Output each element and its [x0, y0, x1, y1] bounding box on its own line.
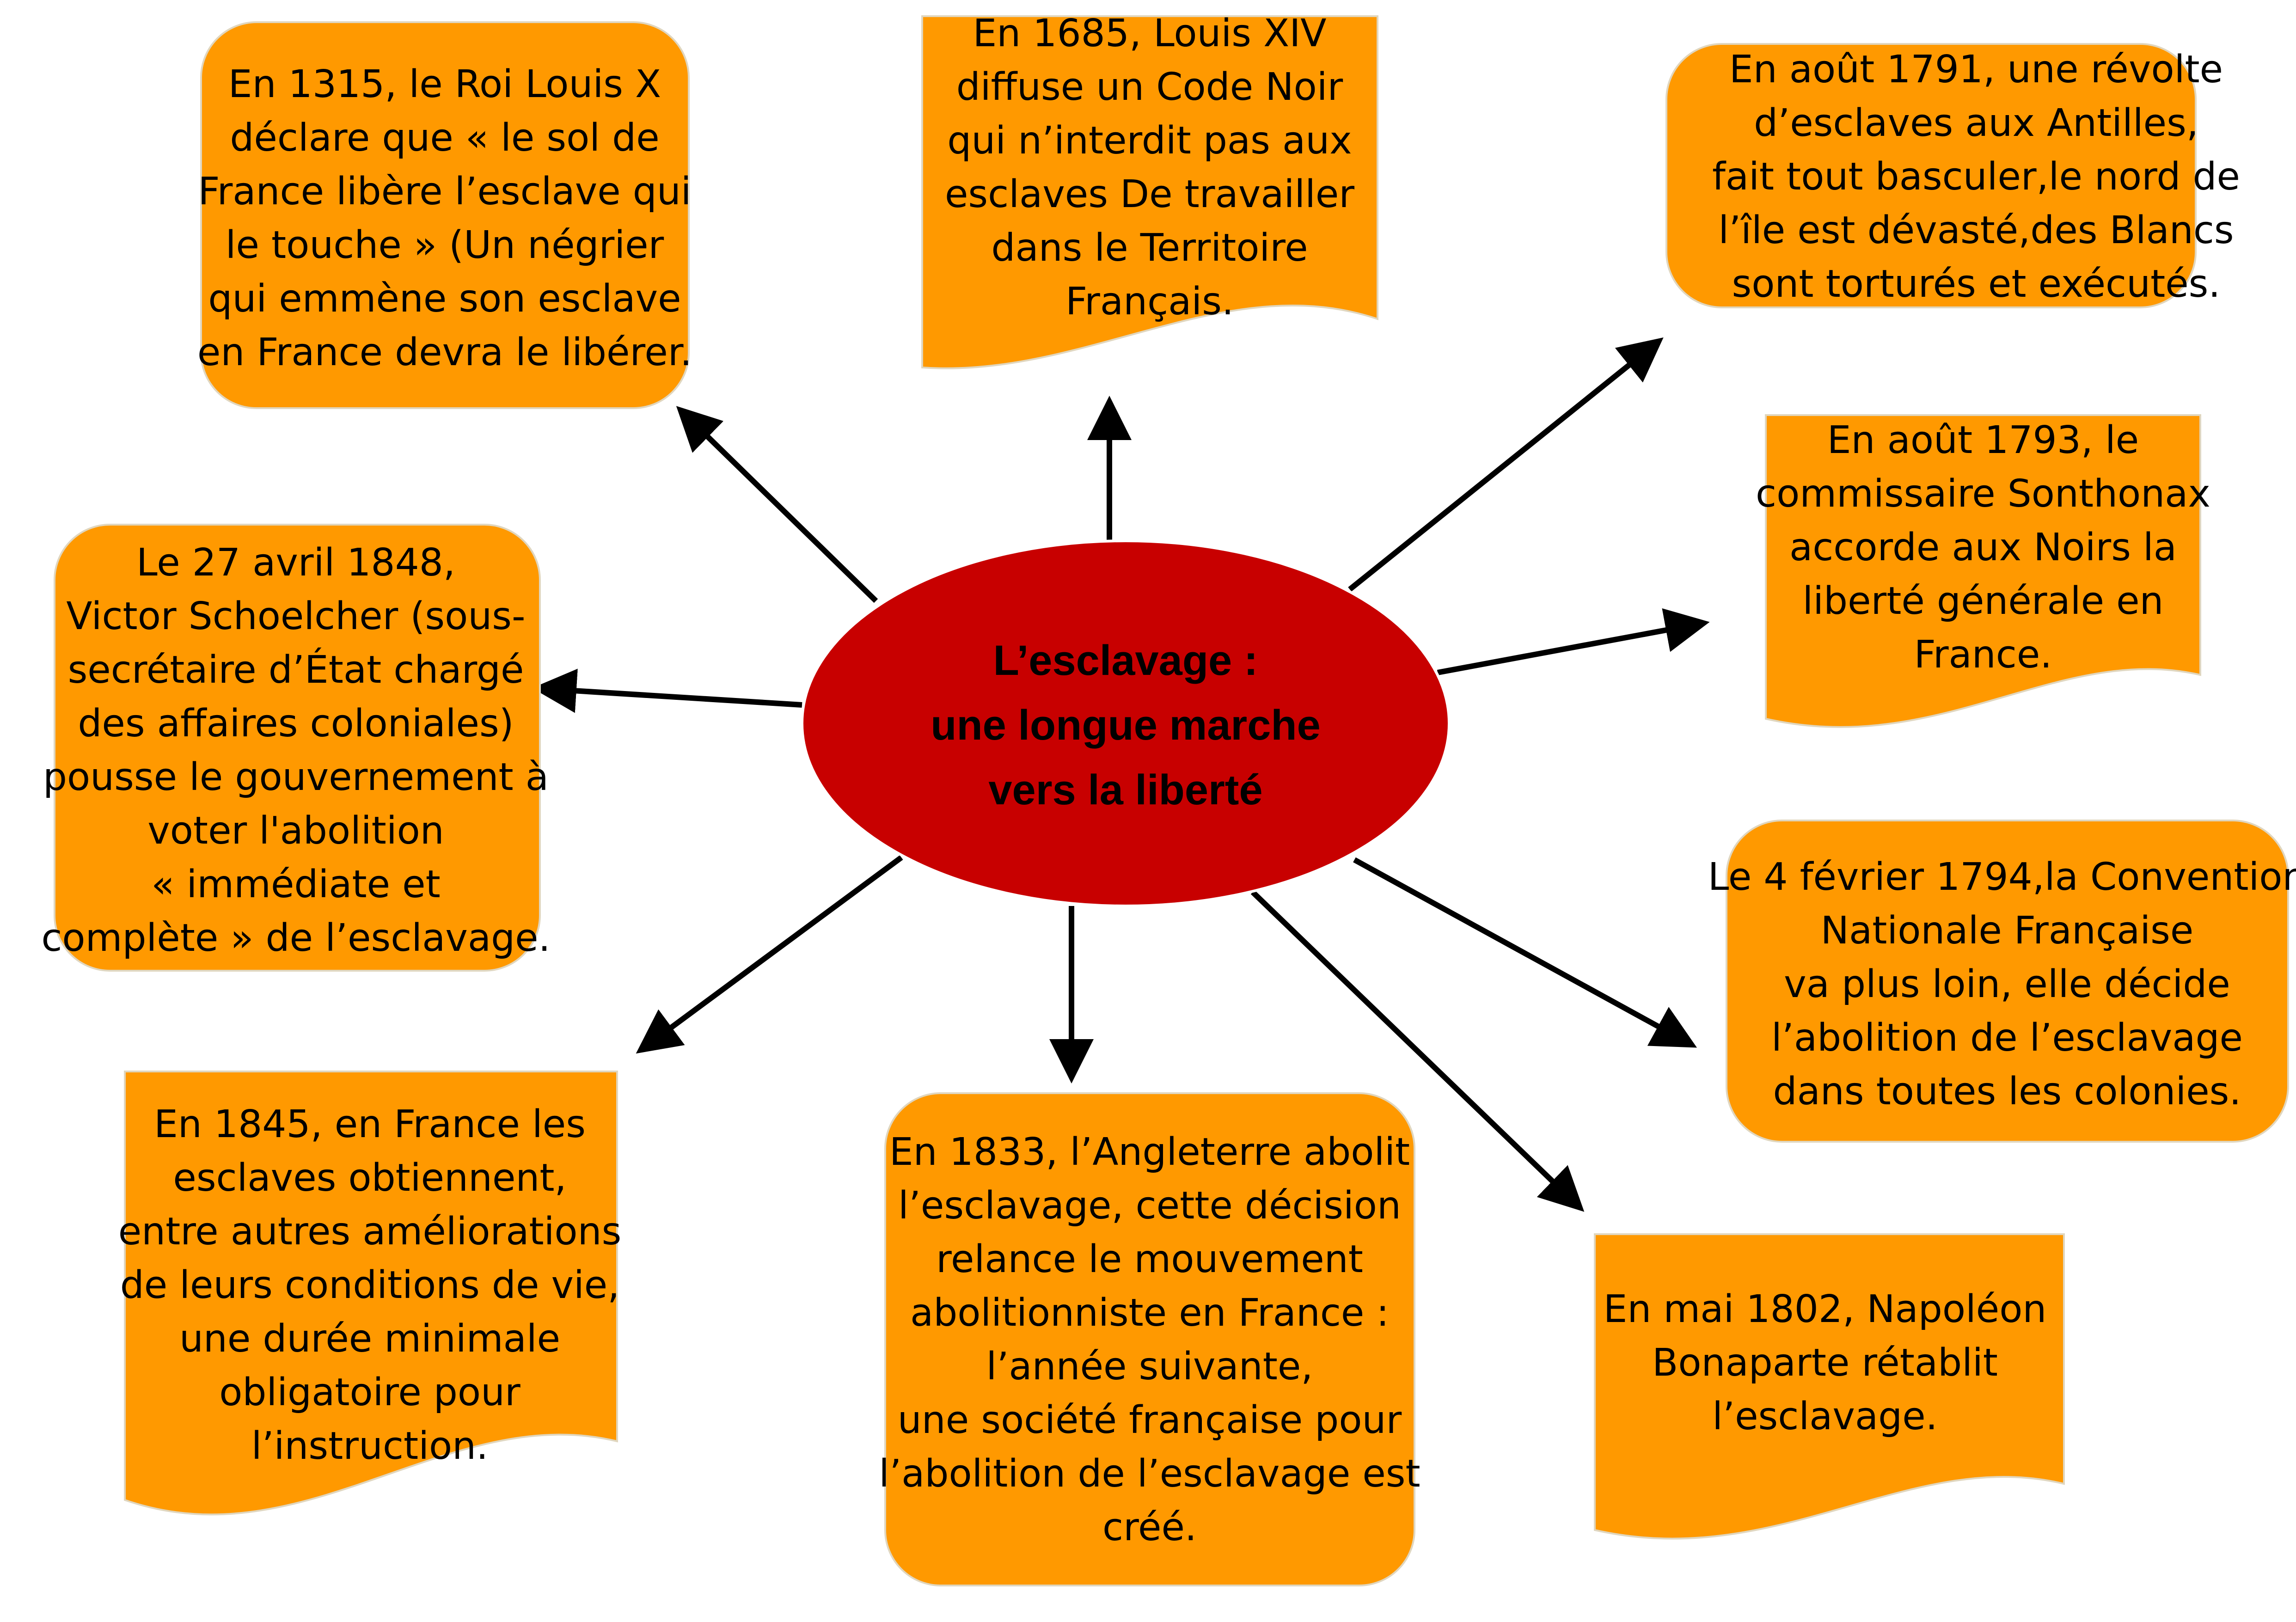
text-line: qui emmène son esclave [208, 277, 681, 321]
box-1685-text: En 1685, Louis XIV diffuse un Code Noir qu… [945, 12, 1354, 324]
text-line: une durée minimale [179, 1317, 560, 1361]
text-line: voter l'abolition [147, 809, 444, 853]
center-ellipse [801, 539, 1451, 907]
text-line: En 1315, le Roi Louis X [228, 62, 661, 106]
center-title: L’esclavage : une longue marche vers la li… [931, 637, 1321, 814]
box-1793-shape [1765, 414, 2201, 728]
text-line: En 1845, en France les [154, 1102, 586, 1146]
box-1315-text: En 1315, le Roi Louis X déclare que « le … [197, 62, 692, 374]
box-1845-text: En 1845, en France les esclaves obtiennen… [118, 1102, 622, 1468]
text-line: esclaves De travailler [945, 172, 1354, 216]
text-line: d’esclaves aux Antilles, [1754, 101, 2198, 145]
box-1793: En août 1793, le commissaire Sonthonax acc… [1756, 414, 2210, 728]
box-1848-shape [54, 524, 541, 972]
arrow-to-1791 [1348, 337, 1664, 592]
text-line: l’île est dévasté,des Blancs [1718, 208, 2234, 252]
box-1845: En 1845, en France les esclaves obtiennen… [118, 1071, 622, 1516]
box-1685-shape [921, 15, 1378, 369]
center-node: L’esclavage : une longue marche vers la li… [801, 539, 1451, 907]
text-line: En août 1793, le [1827, 418, 2139, 462]
text-line: entre autres améliorations [118, 1210, 622, 1254]
box-1848: Le 27 avril 1848, Victor Schoelcher (sous… [41, 524, 551, 972]
box-1315: En 1315, le Roi Louis X déclare que « le … [197, 21, 692, 409]
text-line: qui n’interdit pas aux [947, 119, 1352, 163]
text-line: pousse le gouvernement à [43, 755, 549, 799]
text-line: relance le mouvement [936, 1237, 1363, 1281]
box-1791-shape [1665, 43, 2197, 308]
text-line: secrétaire d’État chargé [68, 648, 524, 692]
text-line: France libère l’esclave qui [198, 170, 691, 214]
text-line: une longue marche [931, 702, 1321, 749]
text-line: Nationale Française [1821, 909, 2194, 953]
box-1833: En 1833, l’Angleterre abolit l’esclavage,… [879, 1092, 1420, 1586]
text-line: l’année suivante, [986, 1345, 1313, 1389]
text-line: des affaires coloniales) [78, 702, 514, 746]
arrow-to-1848 [532, 668, 802, 713]
text-line: l’abolition de l’esclavage est [879, 1452, 1420, 1496]
box-1794-shape [1726, 820, 2289, 1143]
text-line: esclaves obtiennent, [173, 1156, 566, 1200]
arrow-to-1794 [1353, 857, 1697, 1048]
text-line: Le 27 avril 1848, [136, 541, 455, 585]
text-line: de leurs conditions de vie, [120, 1263, 620, 1307]
text-line: Victor Schoelcher (sous- [66, 594, 525, 638]
text-line: liberté générale en [1802, 579, 2163, 623]
arrow-to-1802 [1250, 890, 1585, 1212]
box-1315-shape [200, 21, 690, 409]
text-line: dans le Territoire [991, 226, 1308, 270]
text-line: En mai 1802, Napoléon [1604, 1287, 2047, 1331]
text-line: dans toutes les colonies. [1773, 1070, 2241, 1114]
text-line: En 1685, Louis XIV [973, 12, 1326, 55]
text-line: En 1833, l’Angleterre abolit [889, 1130, 1410, 1174]
text-line: une société française pour [898, 1398, 1402, 1442]
box-1848-text: Le 27 avril 1848, Victor Schoelcher (sous… [41, 541, 550, 960]
text-line: En août 1791, une révolte [1729, 48, 2223, 92]
text-line: le touche » (Un négrier [226, 223, 664, 267]
text-line: obligatoire pour [219, 1371, 520, 1414]
text-line: l’instruction. [251, 1424, 488, 1468]
text-line: vers la liberté [988, 766, 1262, 814]
box-1833-shape [884, 1092, 1415, 1586]
text-line: l’esclavage, cette décision [898, 1184, 1401, 1228]
text-line: abolitionniste en France : [910, 1291, 1389, 1335]
box-1791-text: En août 1791, une révolte d’esclaves aux … [1712, 48, 2240, 306]
text-line: accorde aux Noirs la [1789, 526, 2177, 569]
box-1685: En 1685, Louis XIV diffuse un Code Noir qu… [921, 12, 1378, 369]
text-line: diffuse un Code Noir [956, 65, 1343, 109]
text-line: en France devra le libérer. [197, 331, 692, 374]
text-line: fait tout basculer,le nord de [1712, 155, 2240, 199]
text-line: Le 4 février 1794,la Convention [1708, 855, 2296, 899]
box-1793-text: En août 1793, le commissaire Sonthonax acc… [1756, 418, 2210, 677]
box-1791: En août 1791, une révolte d’esclaves aux … [1665, 43, 2240, 308]
text-line: sont torturés et exécutés. [1732, 262, 2221, 306]
text-line: l’esclavage. [1712, 1395, 1937, 1438]
box-1845-shape [124, 1071, 618, 1516]
text-line: créé. [1102, 1506, 1197, 1549]
text-line: va plus loin, elle décide [1784, 962, 2230, 1006]
box-1833-text: En 1833, l’Angleterre abolit l’esclavage,… [879, 1130, 1420, 1549]
text-line: France. [1914, 633, 2052, 677]
text-line: L’esclavage : [993, 637, 1258, 684]
text-line: commissaire Sonthonax [1756, 472, 2210, 516]
arrow-to-1793 [1437, 608, 1710, 675]
text-line: déclare que « le sol de [230, 116, 659, 160]
text-line: Bonaparte rétablit [1652, 1341, 1998, 1385]
text-line: complète » de l’esclavage. [41, 916, 550, 960]
box-1802-shape [1594, 1233, 2065, 1540]
arrow-to-1845 [636, 855, 903, 1054]
connector-arrows [532, 337, 1710, 1212]
arrow-to-1315 [676, 406, 878, 603]
text-line: Français. [1065, 280, 1234, 324]
text-line: « immédiate et [151, 863, 441, 906]
text-line: l’abolition de l’esclavage [1771, 1016, 2243, 1060]
